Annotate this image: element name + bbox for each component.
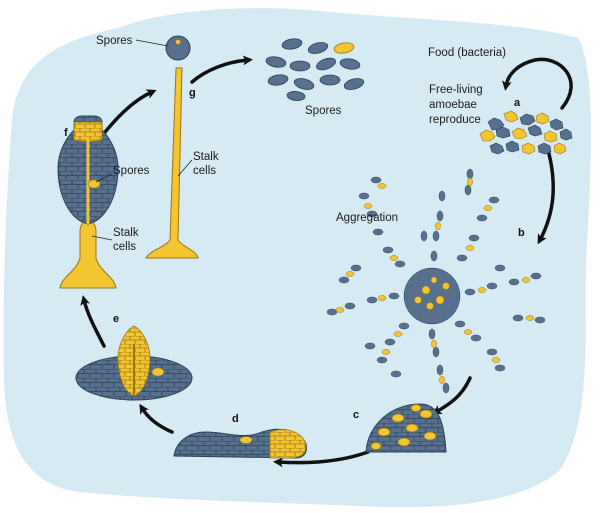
label-free-living-3: reproduce — [429, 114, 481, 126]
arrow-f-to-g — [100, 89, 157, 138]
arrow-food-loop — [501, 57, 573, 110]
stage-letter-a: a — [514, 97, 521, 109]
label-stalk-g-1: Stalk — [193, 151, 219, 163]
label-stalk-f-2: cells — [113, 241, 136, 253]
label-stalk-f-1: Stalk — [113, 227, 139, 239]
stage-letter-e: e — [113, 313, 119, 325]
stage-g-mature-fruiting-body — [145, 35, 199, 259]
stage-letter-b: b — [518, 227, 525, 239]
label-spores-top: Spores — [96, 35, 133, 47]
stage-letter-f: f — [64, 127, 68, 139]
leader-lines — [91, 39, 193, 241]
cycle-arrows — [80, 55, 573, 468]
label-free-living-2: amoebae — [429, 99, 477, 111]
label-free-living-1: Free-living — [429, 84, 483, 96]
arrow-b-to-c — [431, 376, 472, 415]
label-spores-f: Spores — [113, 165, 150, 177]
label-stalk-g-2: cells — [193, 165, 216, 177]
released-spores — [265, 38, 365, 101]
arrow-a-to-b — [537, 148, 555, 245]
arrow-d-to-e — [139, 403, 174, 434]
stage-letter-d: d — [232, 413, 239, 425]
arrow-e-to-f — [80, 295, 106, 348]
stage-b-aggregation — [326, 168, 546, 394]
label-aggregation: Aggregation — [336, 212, 398, 224]
stage-f-fruiting-body — [57, 115, 119, 289]
stage-letter-c: c — [353, 409, 359, 421]
stage-d-slug — [173, 428, 307, 459]
stage-c-mound — [365, 403, 447, 453]
label-food: Food (bacteria) — [428, 47, 506, 59]
stage-letter-g: g — [189, 87, 196, 99]
label-spores-cluster: Spores — [305, 105, 342, 117]
stage-a-amoebae — [479, 110, 573, 155]
arrow-g-to-spores — [190, 55, 253, 84]
arrow-c-to-d — [273, 450, 370, 468]
stage-e-culmination — [75, 325, 193, 401]
